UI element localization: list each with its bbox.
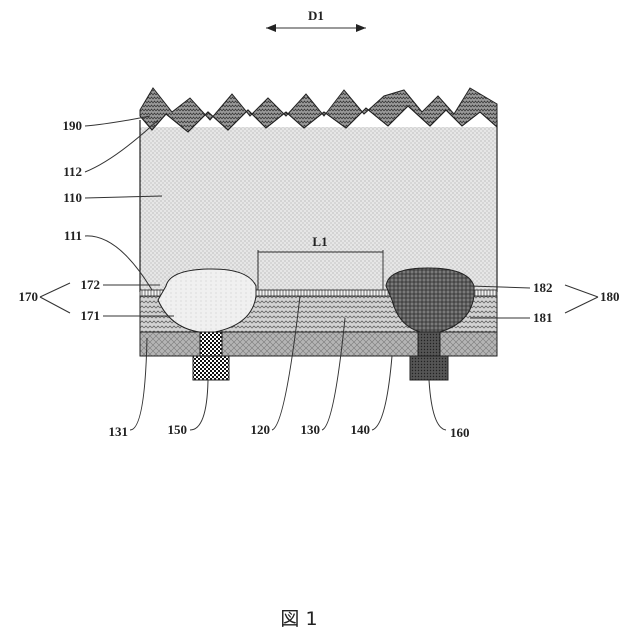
- label-171: 171: [81, 308, 101, 323]
- direction-label: D1: [308, 8, 324, 23]
- label-110: 110: [63, 190, 82, 205]
- label-120: 120: [251, 422, 271, 437]
- label-131: 131: [109, 424, 129, 439]
- label-160: 160: [450, 425, 470, 440]
- label-130: 130: [301, 422, 321, 437]
- left-contact-via: [200, 332, 222, 356]
- right-contact-via: [418, 332, 440, 356]
- label-170: 170: [19, 289, 39, 304]
- label-182: 182: [533, 280, 553, 295]
- direction-arrow: [266, 24, 366, 32]
- label-112: 112: [63, 164, 82, 179]
- label-181: 181: [533, 310, 553, 325]
- left-electrode: [193, 356, 229, 380]
- right-electrode: [410, 356, 448, 380]
- label-150: 150: [168, 422, 188, 437]
- figure-caption: 図 1: [280, 608, 317, 630]
- label-172: 172: [81, 277, 101, 292]
- label-140: 140: [351, 422, 371, 437]
- label-180: 180: [600, 289, 620, 304]
- label-190: 190: [63, 118, 83, 133]
- textured-top-layer: [140, 88, 497, 132]
- label-111: 111: [64, 228, 82, 243]
- substrate-body: [140, 127, 497, 292]
- dimension-label: L1: [312, 234, 327, 249]
- layer-140: [140, 332, 497, 356]
